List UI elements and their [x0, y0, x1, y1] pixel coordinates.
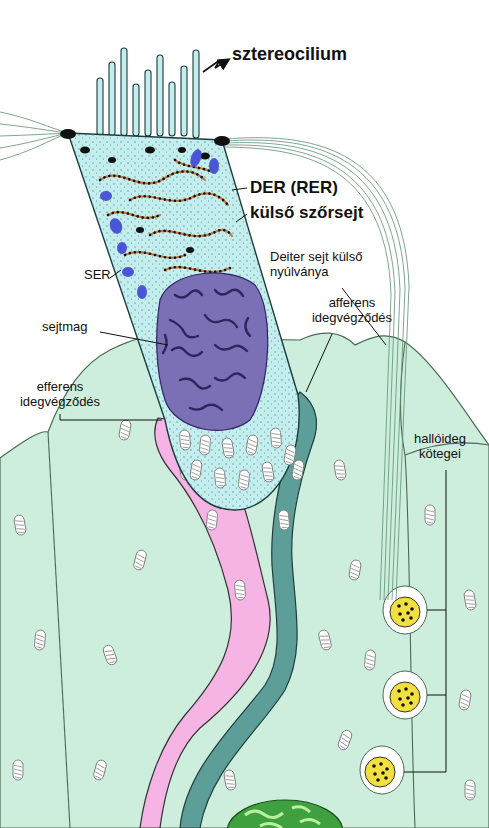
part-label: sztereocilium: [232, 44, 347, 65]
part-label: sejtmag: [42, 320, 88, 335]
stereocilia: [97, 48, 199, 138]
rough-er: [100, 160, 232, 272]
chromatin: [163, 290, 250, 410]
mitochondria: [179, 428, 297, 491]
leader-lines: [60, 60, 446, 772]
nerve-bundles: [360, 586, 427, 794]
part-label: afferens idegvégződés: [296, 296, 408, 326]
part-label: SER: [84, 268, 111, 283]
part-label: külső szőrsejt: [250, 203, 363, 223]
part-label: hallóideg kötegei: [395, 432, 485, 462]
cell-boundary: [400, 342, 415, 828]
deiter-nucleus: [227, 800, 343, 828]
part-label: DER (RER): [250, 178, 338, 198]
part-label: Deiter sejt külső nyúlványa: [270, 250, 382, 280]
nucleus: [157, 273, 268, 430]
chromatin: [245, 807, 320, 828]
part-label: efferens idegvégződés: [4, 380, 116, 410]
cell-boundary: [48, 432, 70, 828]
reticular-lamina: [0, 112, 68, 160]
